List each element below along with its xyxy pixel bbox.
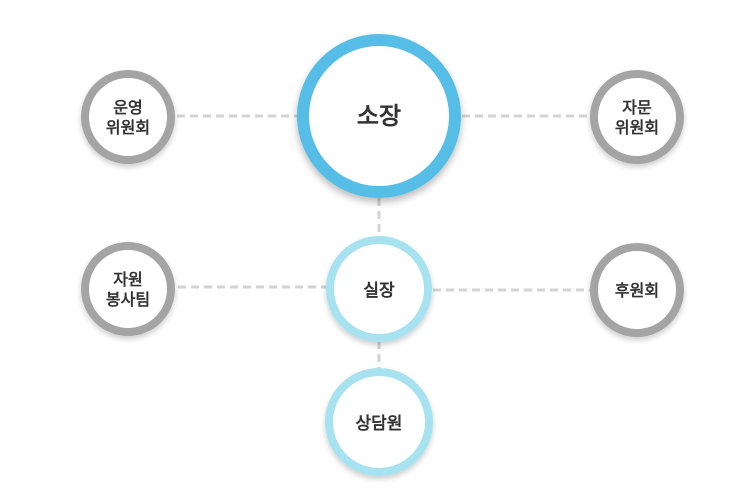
counselor-node: 상담원 bbox=[325, 368, 433, 476]
operating-committee-ring bbox=[81, 70, 175, 164]
operating-committee-label-line1: 운영 bbox=[113, 98, 142, 117]
volunteer-team-node: 자원 봉사팀 bbox=[81, 242, 175, 336]
chief-node: 실장 bbox=[326, 236, 432, 342]
director-node: 소장 bbox=[297, 34, 461, 198]
volunteer-team-label-line1: 자원 bbox=[113, 270, 142, 289]
counselor-ring bbox=[325, 368, 433, 476]
chief-label: 실장 bbox=[363, 281, 395, 301]
supporters-label: 후원회 bbox=[615, 281, 659, 300]
director-ring bbox=[297, 34, 461, 198]
volunteer-team-ring bbox=[81, 242, 175, 336]
advisory-committee-ring bbox=[590, 70, 684, 164]
chief-ring bbox=[326, 236, 432, 342]
advisory-committee-label-line1: 자문 bbox=[622, 98, 652, 117]
advisory-committee-label-line2: 위원회 bbox=[615, 118, 659, 137]
volunteer-team-label-line2: 봉사팀 bbox=[106, 290, 150, 309]
counselor-label: 상담원 bbox=[356, 414, 403, 434]
operating-committee-node: 운영 위원회 bbox=[81, 70, 175, 164]
advisory-committee-node: 자문 위원회 bbox=[590, 70, 684, 164]
operating-committee-label-line2: 위원회 bbox=[106, 118, 150, 137]
supporters-node: 후원회 bbox=[590, 243, 684, 337]
connector-lines bbox=[177, 114, 592, 370]
supporters-ring bbox=[590, 243, 684, 337]
director-label: 소장 bbox=[357, 102, 401, 130]
